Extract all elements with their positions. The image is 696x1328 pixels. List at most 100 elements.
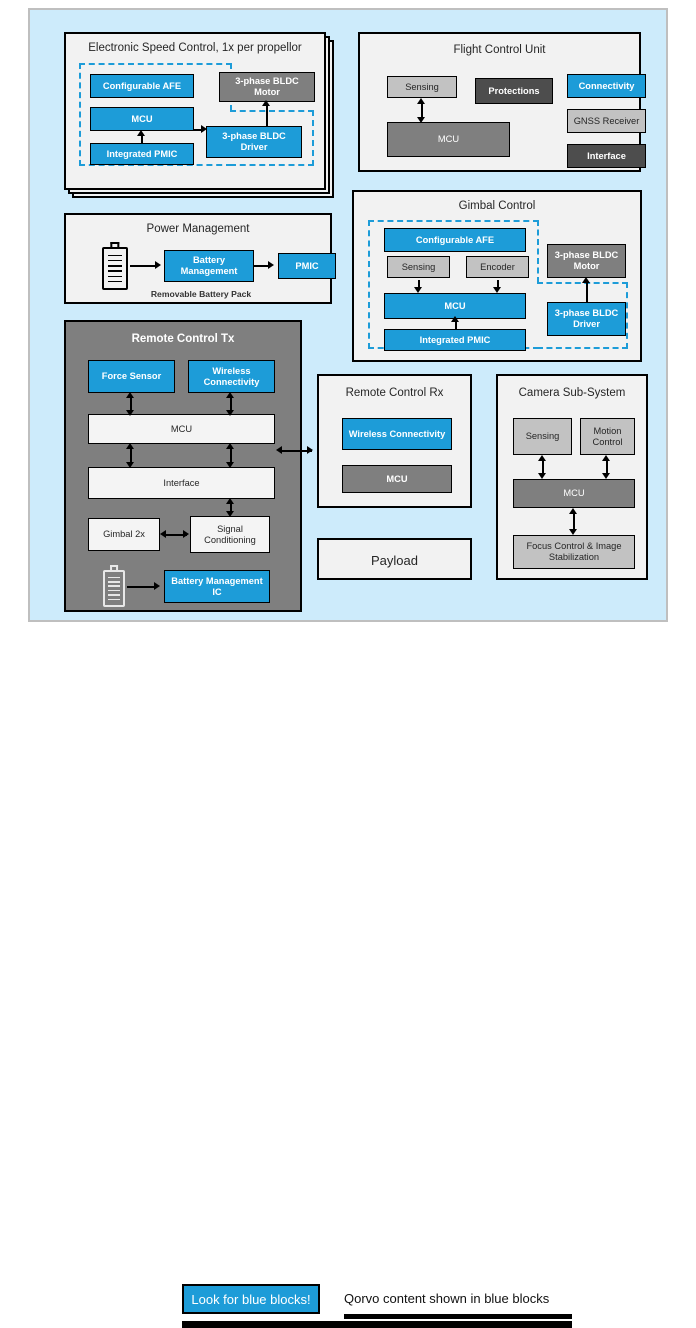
rc-tx-battery-icon <box>103 565 125 607</box>
camera-arrow-motion-mcu-head-up <box>602 455 610 461</box>
fcu-arrow-sensing-mcu-head-down <box>417 117 425 123</box>
diagram-canvas: Electronic Speed Control, 1x per propell… <box>28 8 668 622</box>
gimbal-qorvo-boundary-right-upper <box>537 220 539 283</box>
rc-tx-block-force-sensor[interactable]: Force Sensor <box>88 360 175 393</box>
gimbal-block-bldc-motor[interactable]: 3-phase BLDC Motor <box>547 244 626 278</box>
power-arrow-management-to-pmic <box>254 265 270 267</box>
power-block-pmic[interactable]: PMIC <box>278 253 336 279</box>
panel-payload: Payload <box>317 538 472 580</box>
fcu-arrow-sensing-mcu <box>421 103 423 118</box>
rc-tx-arrow-mcu-interface-right-head-up <box>226 443 234 449</box>
camera-arrow-mcu-focus-head-down <box>569 529 577 535</box>
rc-tx-block-battery-management-ic[interactable]: Battery Management IC <box>164 570 270 603</box>
power-arrow-management-to-pmic-head <box>268 261 274 269</box>
camera-block-motion-control[interactable]: Motion Control <box>580 418 635 455</box>
legend-baseline-rule <box>182 1321 572 1328</box>
rc-tx-arrow-battery-to-bmic-head <box>154 582 160 590</box>
rc-rx-block-wireless-connectivity[interactable]: Wireless Connectivity <box>342 418 452 450</box>
rc-tx-arrow-mcu-interface-left-head-up <box>126 443 134 449</box>
gimbal-arrow-pmic-to-mcu <box>455 321 457 329</box>
camera-block-sensing[interactable]: Sensing <box>513 418 572 455</box>
rc-tx-arrow-force-mcu-head-down <box>126 410 134 416</box>
payload-title: Payload <box>371 553 418 568</box>
gimbal-qorvo-boundary-right-lower <box>626 282 628 349</box>
fcu-block-protections[interactable]: Protections <box>475 78 553 104</box>
rc-tx-arrow-mcu-interface-right-head-down <box>226 462 234 468</box>
esc-arrow-mcu-to-driver <box>194 129 204 131</box>
panel-gimbal-control: Gimbal Control Configurable AFE Sensing … <box>352 190 642 362</box>
esc-block-mcu[interactable]: MCU <box>90 107 194 131</box>
panel-power-management: Power Management Battery Management PMIC… <box>64 213 336 304</box>
rc-tx-block-gimbal-2x[interactable]: Gimbal 2x <box>88 518 160 551</box>
rc-tx-arrow-wireless-mcu-head-up <box>226 392 234 398</box>
gimbal-arrow-encoder-to-mcu-head <box>493 287 501 293</box>
esc-qorvo-boundary-notch-top <box>230 110 314 112</box>
camera-block-mcu[interactable]: MCU <box>513 479 635 508</box>
esc-arrow-driver-to-motor-head <box>262 100 270 106</box>
rc-tx-arrow-wireless-mcu <box>230 397 232 411</box>
rc-tx-arrow-force-mcu-head-up <box>126 392 134 398</box>
esc-block-integrated-pmic[interactable]: Integrated PMIC <box>90 143 194 165</box>
esc-block-bldc-motor[interactable]: 3-phase BLDC Motor <box>219 72 315 102</box>
battery-cap <box>110 242 120 248</box>
fcu-title: Flight Control Unit <box>453 44 546 56</box>
panel-remote-control-rx: Remote Control Rx Wireless Connectivity … <box>317 374 472 508</box>
camera-arrow-sensing-mcu-head-up <box>538 455 546 461</box>
rc-tx-arrow-battery-to-bmic <box>127 586 157 588</box>
esc-title: Electronic Speed Control, 1x per propell… <box>88 42 302 54</box>
power-arrow-battery-to-management <box>130 265 157 267</box>
rc-tx-block-interface[interactable]: Interface <box>88 467 275 499</box>
camera-block-focus-control[interactable]: Focus Control & Image Stabilization <box>513 535 635 569</box>
esc-arrow-driver-to-motor <box>266 106 268 127</box>
rc-tx-arrow-interface-signal-head-down <box>226 511 234 517</box>
arrow-rc-tx-to-rc-rx <box>279 450 312 452</box>
rc-tx-arrow-gimbal-signal-head-left <box>160 530 166 538</box>
gimbal-arrow-encoder-to-mcu <box>497 280 499 288</box>
panel-electronic-speed-control: Electronic Speed Control, 1x per propell… <box>64 32 326 190</box>
rc-tx-arrow-force-mcu <box>130 397 132 411</box>
camera-title: Camera Sub-System <box>518 387 626 399</box>
gimbal-arrow-pmic-to-mcu-head <box>451 316 459 322</box>
rc-tx-block-signal-conditioning[interactable]: Signal Conditioning <box>190 516 270 553</box>
camera-arrow-sensing-mcu-head-down <box>538 473 546 479</box>
rc-rx-title: Remote Control Rx <box>345 387 444 399</box>
camera-arrow-sensing-mcu <box>542 460 544 474</box>
gimbal-arrow-driver-to-motor-head <box>582 277 590 283</box>
panel-camera-sub-system: Camera Sub-System Sensing Motion Control… <box>496 374 648 580</box>
fcu-block-connectivity[interactable]: Connectivity <box>567 74 646 98</box>
rc-tx-block-mcu[interactable]: MCU <box>88 414 275 444</box>
camera-arrow-mcu-focus <box>573 513 575 530</box>
battery-body <box>102 247 128 290</box>
rc-tx-arrow-mcu-interface-left <box>130 448 132 463</box>
esc-block-configurable-afe[interactable]: Configurable AFE <box>90 74 194 98</box>
legend-blue-chip: Look for blue blocks! <box>182 1284 320 1314</box>
power-title: Power Management <box>146 223 250 235</box>
gimbal-block-encoder[interactable]: Encoder <box>466 256 529 278</box>
fcu-block-gnss-receiver[interactable]: GNSS Receiver <box>567 109 646 133</box>
legend-note: Qorvo content shown in blue blocks <box>344 1291 550 1306</box>
rc-tx-arrow-interface-signal-head-up <box>226 498 234 504</box>
gimbal-block-bldc-driver[interactable]: 3-phase BLDC Driver <box>547 302 626 336</box>
rc-tx-block-wireless-connectivity[interactable]: Wireless Connectivity <box>188 360 275 393</box>
legend: Look for blue blocks! Qorvo content show… <box>0 640 696 1328</box>
legend-underline <box>344 1314 572 1319</box>
arrow-rc-tx-to-rc-rx-head-left <box>276 446 282 454</box>
fcu-block-mcu[interactable]: MCU <box>387 122 510 157</box>
fcu-block-sensing[interactable]: Sensing <box>387 76 457 98</box>
rc-tx-title: Remote Control Tx <box>131 333 235 345</box>
camera-arrow-mcu-focus-head-up <box>569 508 577 514</box>
gimbal-qorvo-boundary-bottom-ext <box>537 347 628 349</box>
gimbal-block-configurable-afe[interactable]: Configurable AFE <box>384 228 526 252</box>
gimbal-block-integrated-pmic[interactable]: Integrated PMIC <box>384 329 526 351</box>
gimbal-block-mcu[interactable]: MCU <box>384 293 526 319</box>
power-block-battery-management[interactable]: Battery Management <box>164 250 254 282</box>
esc-qorvo-boundary-right-lower <box>312 110 314 166</box>
rc-rx-block-mcu[interactable]: MCU <box>342 465 452 493</box>
power-arrow-battery-to-management-head <box>155 261 161 269</box>
gimbal-title: Gimbal Control <box>458 200 536 212</box>
esc-arrow-pmic-to-mcu <box>141 134 143 143</box>
esc-block-bldc-driver[interactable]: 3-phase BLDC Driver <box>206 126 302 158</box>
panel-flight-control-unit: Flight Control Unit Sensing Protections … <box>358 32 646 172</box>
gimbal-block-sensing[interactable]: Sensing <box>387 256 450 278</box>
fcu-block-interface[interactable]: Interface <box>567 144 646 168</box>
